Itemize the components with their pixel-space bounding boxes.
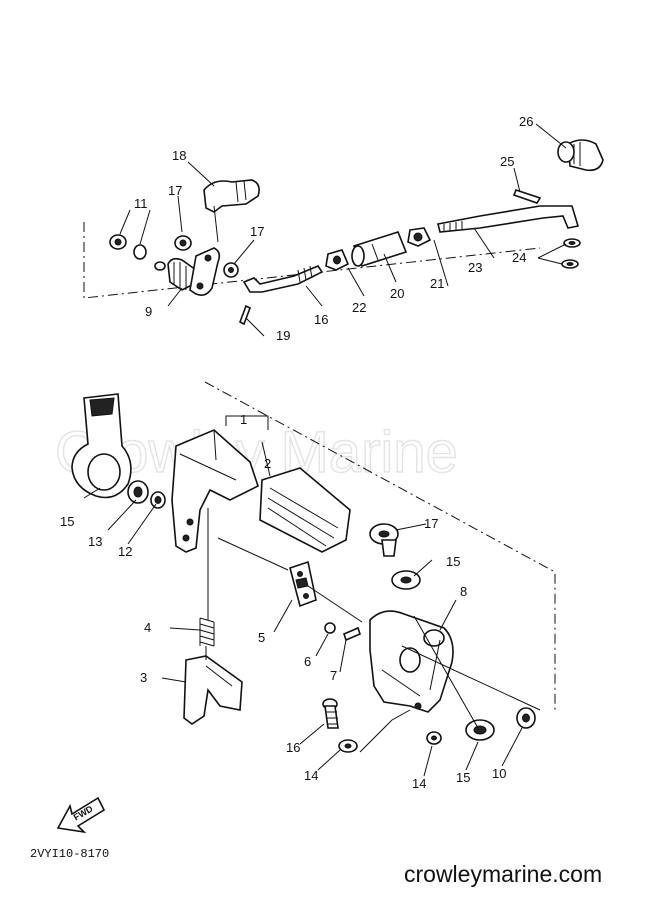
fwd-arrow-icon: FWD — [56, 796, 106, 834]
callout-6: 6 — [304, 654, 311, 669]
callout-16: 15 — [60, 514, 74, 529]
callout-1: 1 — [240, 412, 247, 427]
part-1-handle-housing — [171, 429, 259, 553]
callout-28: 25 — [500, 154, 514, 169]
callout-26: 23 — [468, 260, 482, 275]
callout-9: 9 — [145, 304, 152, 319]
part-17-bolt — [369, 523, 399, 557]
callout-25: 22 — [352, 300, 366, 315]
callout-23: 20 — [390, 286, 404, 301]
callout-17: 17 — [424, 516, 438, 531]
footer-site-text: crowleymarine.com — [404, 861, 602, 887]
part-13-bushing — [127, 480, 149, 504]
part-15-washer-lower — [465, 719, 495, 741]
part-18-bolt — [322, 698, 339, 729]
part-12-washer — [150, 491, 166, 509]
part-19-linkage-rod — [242, 265, 324, 293]
callout-21: 19 — [276, 328, 290, 343]
callout-13: 13 — [88, 534, 102, 549]
part-15-washer-upper — [391, 570, 421, 590]
part-11-washers — [109, 234, 147, 260]
part-23-sleeve — [351, 231, 408, 267]
callout-20-right: 17 — [250, 224, 264, 239]
callout-5: 5 — [258, 630, 265, 645]
callout-2: 2 — [264, 456, 271, 471]
part-2-grip-cover — [259, 467, 351, 553]
part-22-cap — [203, 179, 260, 213]
callout-22: 18 — [172, 148, 186, 163]
callout-24: 21 — [430, 276, 444, 291]
drawing-code: 2VYI10-8170 — [30, 847, 109, 861]
callout-4: 4 — [144, 620, 151, 635]
part-7-screw — [343, 626, 361, 642]
part-10-washer — [516, 707, 536, 729]
callout-29: 26 — [519, 114, 533, 129]
callout-8: 8 — [460, 584, 467, 599]
part-16-grip — [71, 393, 132, 499]
callout-19: 16 — [314, 312, 328, 327]
part-20-washers — [174, 235, 239, 278]
callout-18: 16 — [286, 740, 300, 755]
callout-27: 24 — [512, 250, 526, 265]
part-28-cotter-pin — [512, 189, 542, 204]
callout-11: 11 — [134, 196, 148, 211]
part-25-nut — [325, 249, 350, 271]
callout-14-right: 14 — [412, 776, 426, 791]
upper-assembly-outline — [83, 222, 541, 299]
callout-7: 7 — [330, 668, 337, 683]
callout-3: 3 — [140, 670, 147, 685]
part-26-rod — [437, 205, 580, 233]
part-4-spring — [199, 617, 215, 647]
callout-12: 12 — [118, 544, 132, 559]
callout-10: 10 — [492, 766, 506, 781]
callout-15-upper: 15 — [446, 554, 460, 569]
part-3-lever-bracket — [183, 655, 243, 725]
leader-lines — [83, 123, 567, 777]
part-21-cotter-pin — [238, 304, 252, 326]
callout-20-left: 17 — [168, 183, 182, 198]
part-14-washers — [338, 731, 442, 753]
callout-15-lower: 15 — [456, 770, 470, 785]
callout-14-left: 14 — [304, 768, 318, 783]
part-8-main-body — [369, 610, 454, 713]
part-29-elbow-fitting — [557, 139, 604, 172]
callout-labels: 26 25 24 23 21 20 22 16 19 18 17 17 11 9… — [60, 114, 533, 791]
part-27-washers — [561, 238, 581, 269]
part-5-plate — [289, 560, 317, 608]
part-9-shaft-lever — [154, 247, 221, 296]
part-6-ball — [324, 622, 336, 634]
part-24-nut — [407, 227, 432, 247]
